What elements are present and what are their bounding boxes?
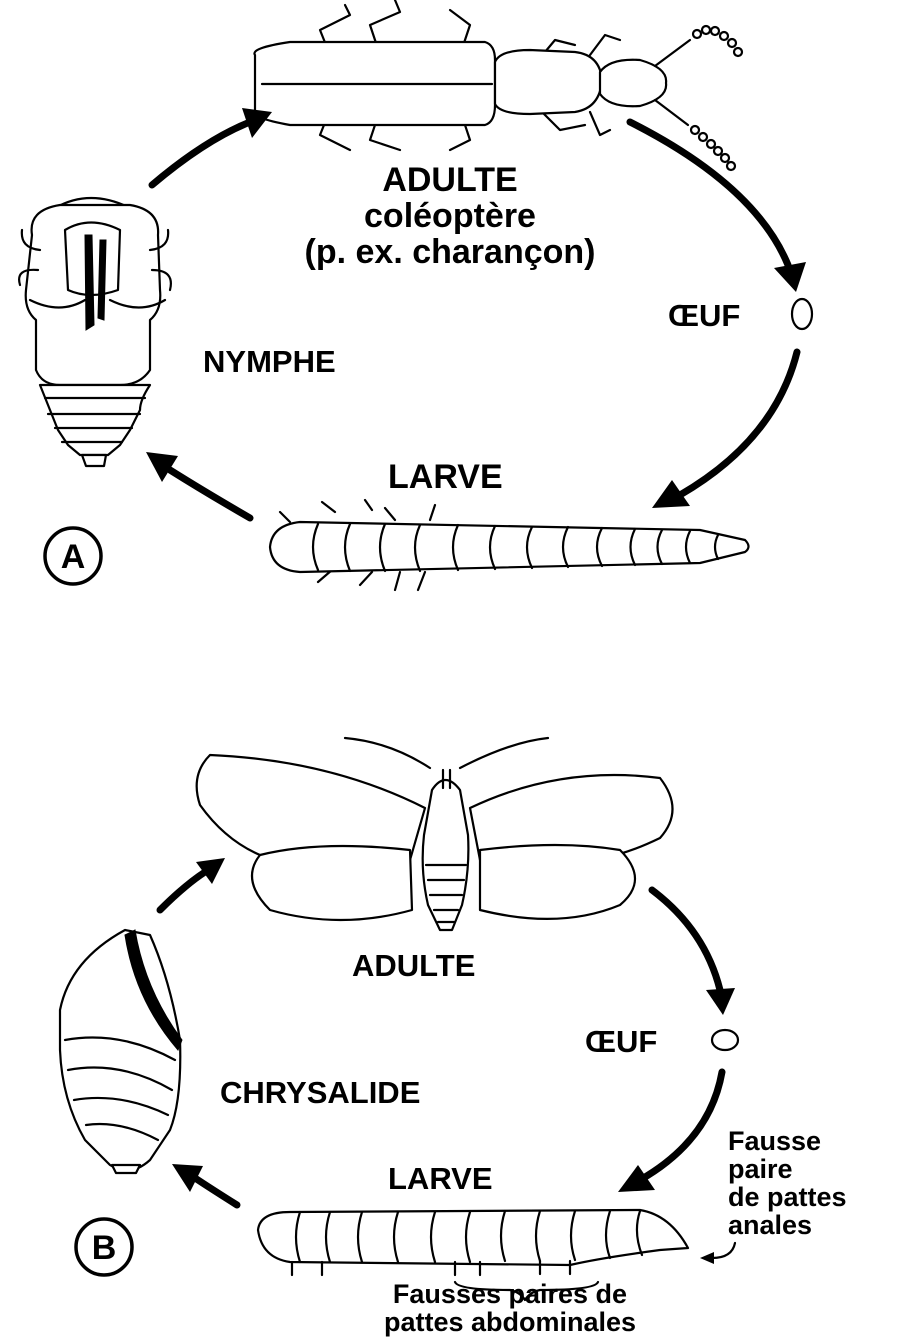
panel-a-pupa-label: NYMPHE	[203, 346, 336, 377]
arrow-egg-to-larva-b	[618, 1072, 722, 1192]
anal-prolegs-line1: Fausse	[728, 1128, 821, 1155]
abdominal-prolegs-line2: pattes abdominales	[300, 1309, 720, 1336]
beetle-nymph-illustration	[19, 198, 171, 466]
panel-a-egg-label: ŒUF	[668, 300, 740, 331]
panel-b-egg-label: ŒUF	[585, 1026, 657, 1057]
egg-b	[712, 1030, 738, 1050]
arrow-larva-to-chrysalis	[172, 1164, 237, 1205]
panel-b-marker: B	[76, 1231, 132, 1265]
anal-prolegs-line2: paire	[728, 1156, 793, 1183]
panel-b-adult-label: ADULTE	[352, 950, 475, 981]
panel-a-adult-example: (p. ex. charançon)	[230, 235, 670, 269]
arrow-egg-to-larva	[652, 352, 797, 508]
panel-b-larva-label: LARVE	[388, 1163, 493, 1194]
abdominal-prolegs-line1: Fausses paires de	[300, 1281, 720, 1308]
panel-a-larva-label: LARVE	[388, 460, 503, 494]
anal-prolegs-line3: de pattes	[728, 1184, 847, 1211]
arrow-nymph-to-adult	[152, 108, 272, 185]
arrow-chrysalis-to-adult	[160, 858, 225, 910]
arrow-larva-to-nymph	[146, 452, 250, 518]
panel-a-adult-order: coléoptère	[300, 199, 600, 233]
arrow-adult-to-egg-b	[652, 890, 735, 1015]
panel-b-pupa-label: CHRYSALIDE	[220, 1077, 420, 1108]
anal-prolegs-line4: anales	[728, 1212, 812, 1239]
egg-a	[792, 299, 812, 329]
antenna-beads	[691, 26, 742, 170]
panel-a-adult-title: ADULTE	[300, 163, 600, 197]
beetle-larva-illustration	[270, 500, 749, 590]
beetle-adult-illustration	[254, 0, 690, 150]
panel-a-marker: A	[45, 540, 101, 574]
moth-adult-illustration	[197, 738, 673, 930]
chrysalis-illustration	[60, 930, 182, 1173]
